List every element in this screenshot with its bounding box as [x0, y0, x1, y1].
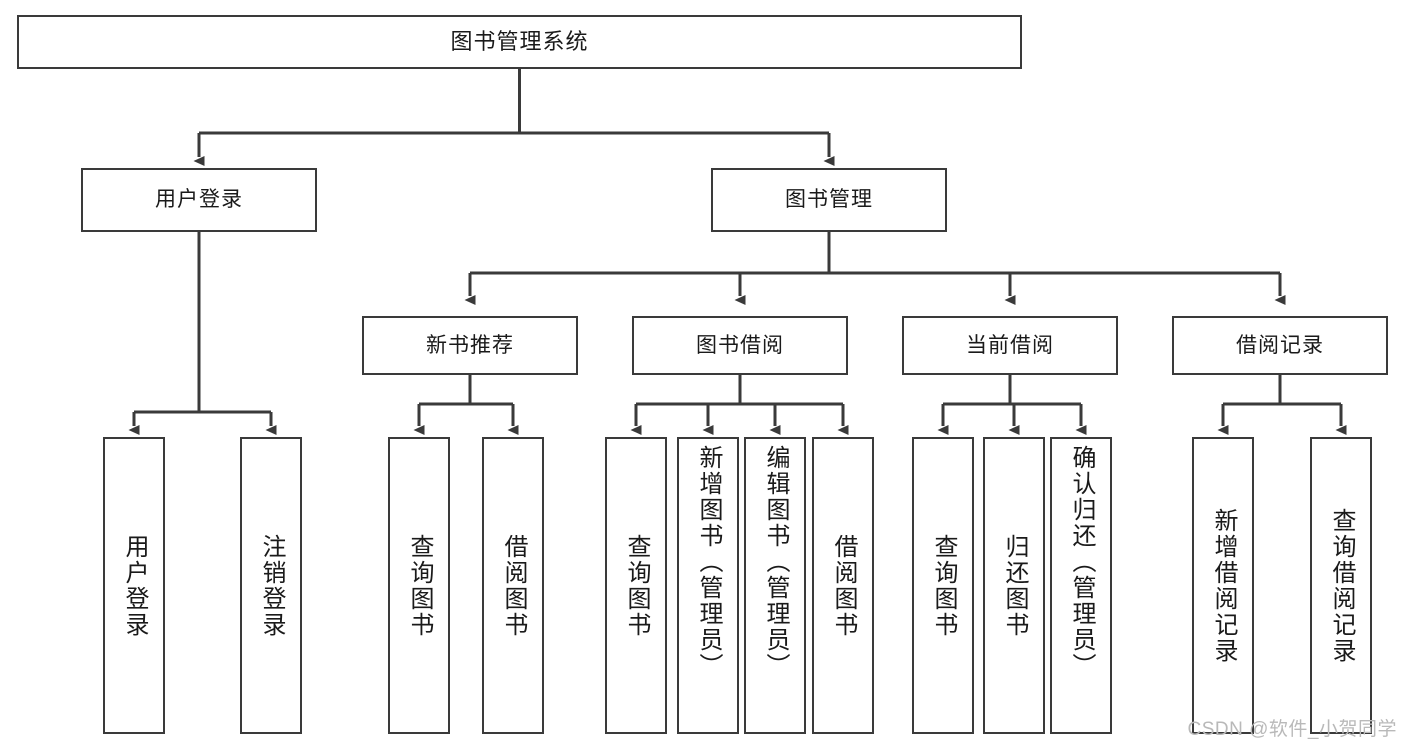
leaf-label: 编辑图书（管理员）: [761, 445, 789, 679]
node-borrow-record[interactable]: 借阅记录: [1172, 316, 1388, 375]
leaf-label: 查询图书: [405, 533, 433, 638]
leaf-label: 借阅图书: [829, 533, 857, 638]
node-leaf-borrow-book[interactable]: 借阅图书: [812, 437, 874, 734]
leaf-label: 新增图书（管理员）: [694, 445, 722, 679]
leaf-label: 新增借阅记录: [1209, 507, 1237, 664]
node-leaf-borrow-book-rec[interactable]: 借阅图书: [482, 437, 544, 734]
leaf-label: 借阅图书: [499, 533, 527, 638]
node-new-book-rec[interactable]: 新书推荐: [362, 316, 578, 375]
watermark: CSDN @软件_小贺同学: [1187, 719, 1397, 740]
node-book-manage[interactable]: 图书管理: [711, 168, 947, 232]
node-leaf-edit-book[interactable]: 编辑图书（管理员）: [744, 437, 806, 734]
leaf-label: 确认归还（管理员）: [1067, 445, 1095, 679]
node-user-login[interactable]: 用户登录: [81, 168, 317, 232]
leaf-label: 归还图书: [1000, 533, 1028, 638]
node-leaf-confirm-return[interactable]: 确认归还（管理员）: [1050, 437, 1112, 734]
node-current-borrow[interactable]: 当前借阅: [902, 316, 1118, 375]
node-leaf-user-logout[interactable]: 注销登录: [240, 437, 302, 734]
leaf-label: 查询图书: [929, 533, 957, 638]
node-leaf-add-record[interactable]: 新增借阅记录: [1192, 437, 1254, 734]
node-leaf-add-book[interactable]: 新增图书（管理员）: [677, 437, 739, 734]
node-leaf-query-book-cur[interactable]: 查询图书: [912, 437, 974, 734]
leaf-label: 查询图书: [622, 533, 650, 638]
node-book-borrow[interactable]: 图书借阅: [632, 316, 848, 375]
node-leaf-query-book[interactable]: 查询图书: [605, 437, 667, 734]
node-leaf-return-book[interactable]: 归还图书: [983, 437, 1045, 734]
leaf-label: 用户登录: [120, 533, 148, 638]
leaf-label: 注销登录: [257, 533, 285, 638]
node-root[interactable]: 图书管理系统: [17, 15, 1022, 69]
node-leaf-user-login[interactable]: 用户登录: [103, 437, 165, 734]
leaf-label: 查询借阅记录: [1327, 507, 1355, 664]
node-leaf-query-book-rec[interactable]: 查询图书: [388, 437, 450, 734]
node-leaf-query-record[interactable]: 查询借阅记录: [1310, 437, 1372, 734]
